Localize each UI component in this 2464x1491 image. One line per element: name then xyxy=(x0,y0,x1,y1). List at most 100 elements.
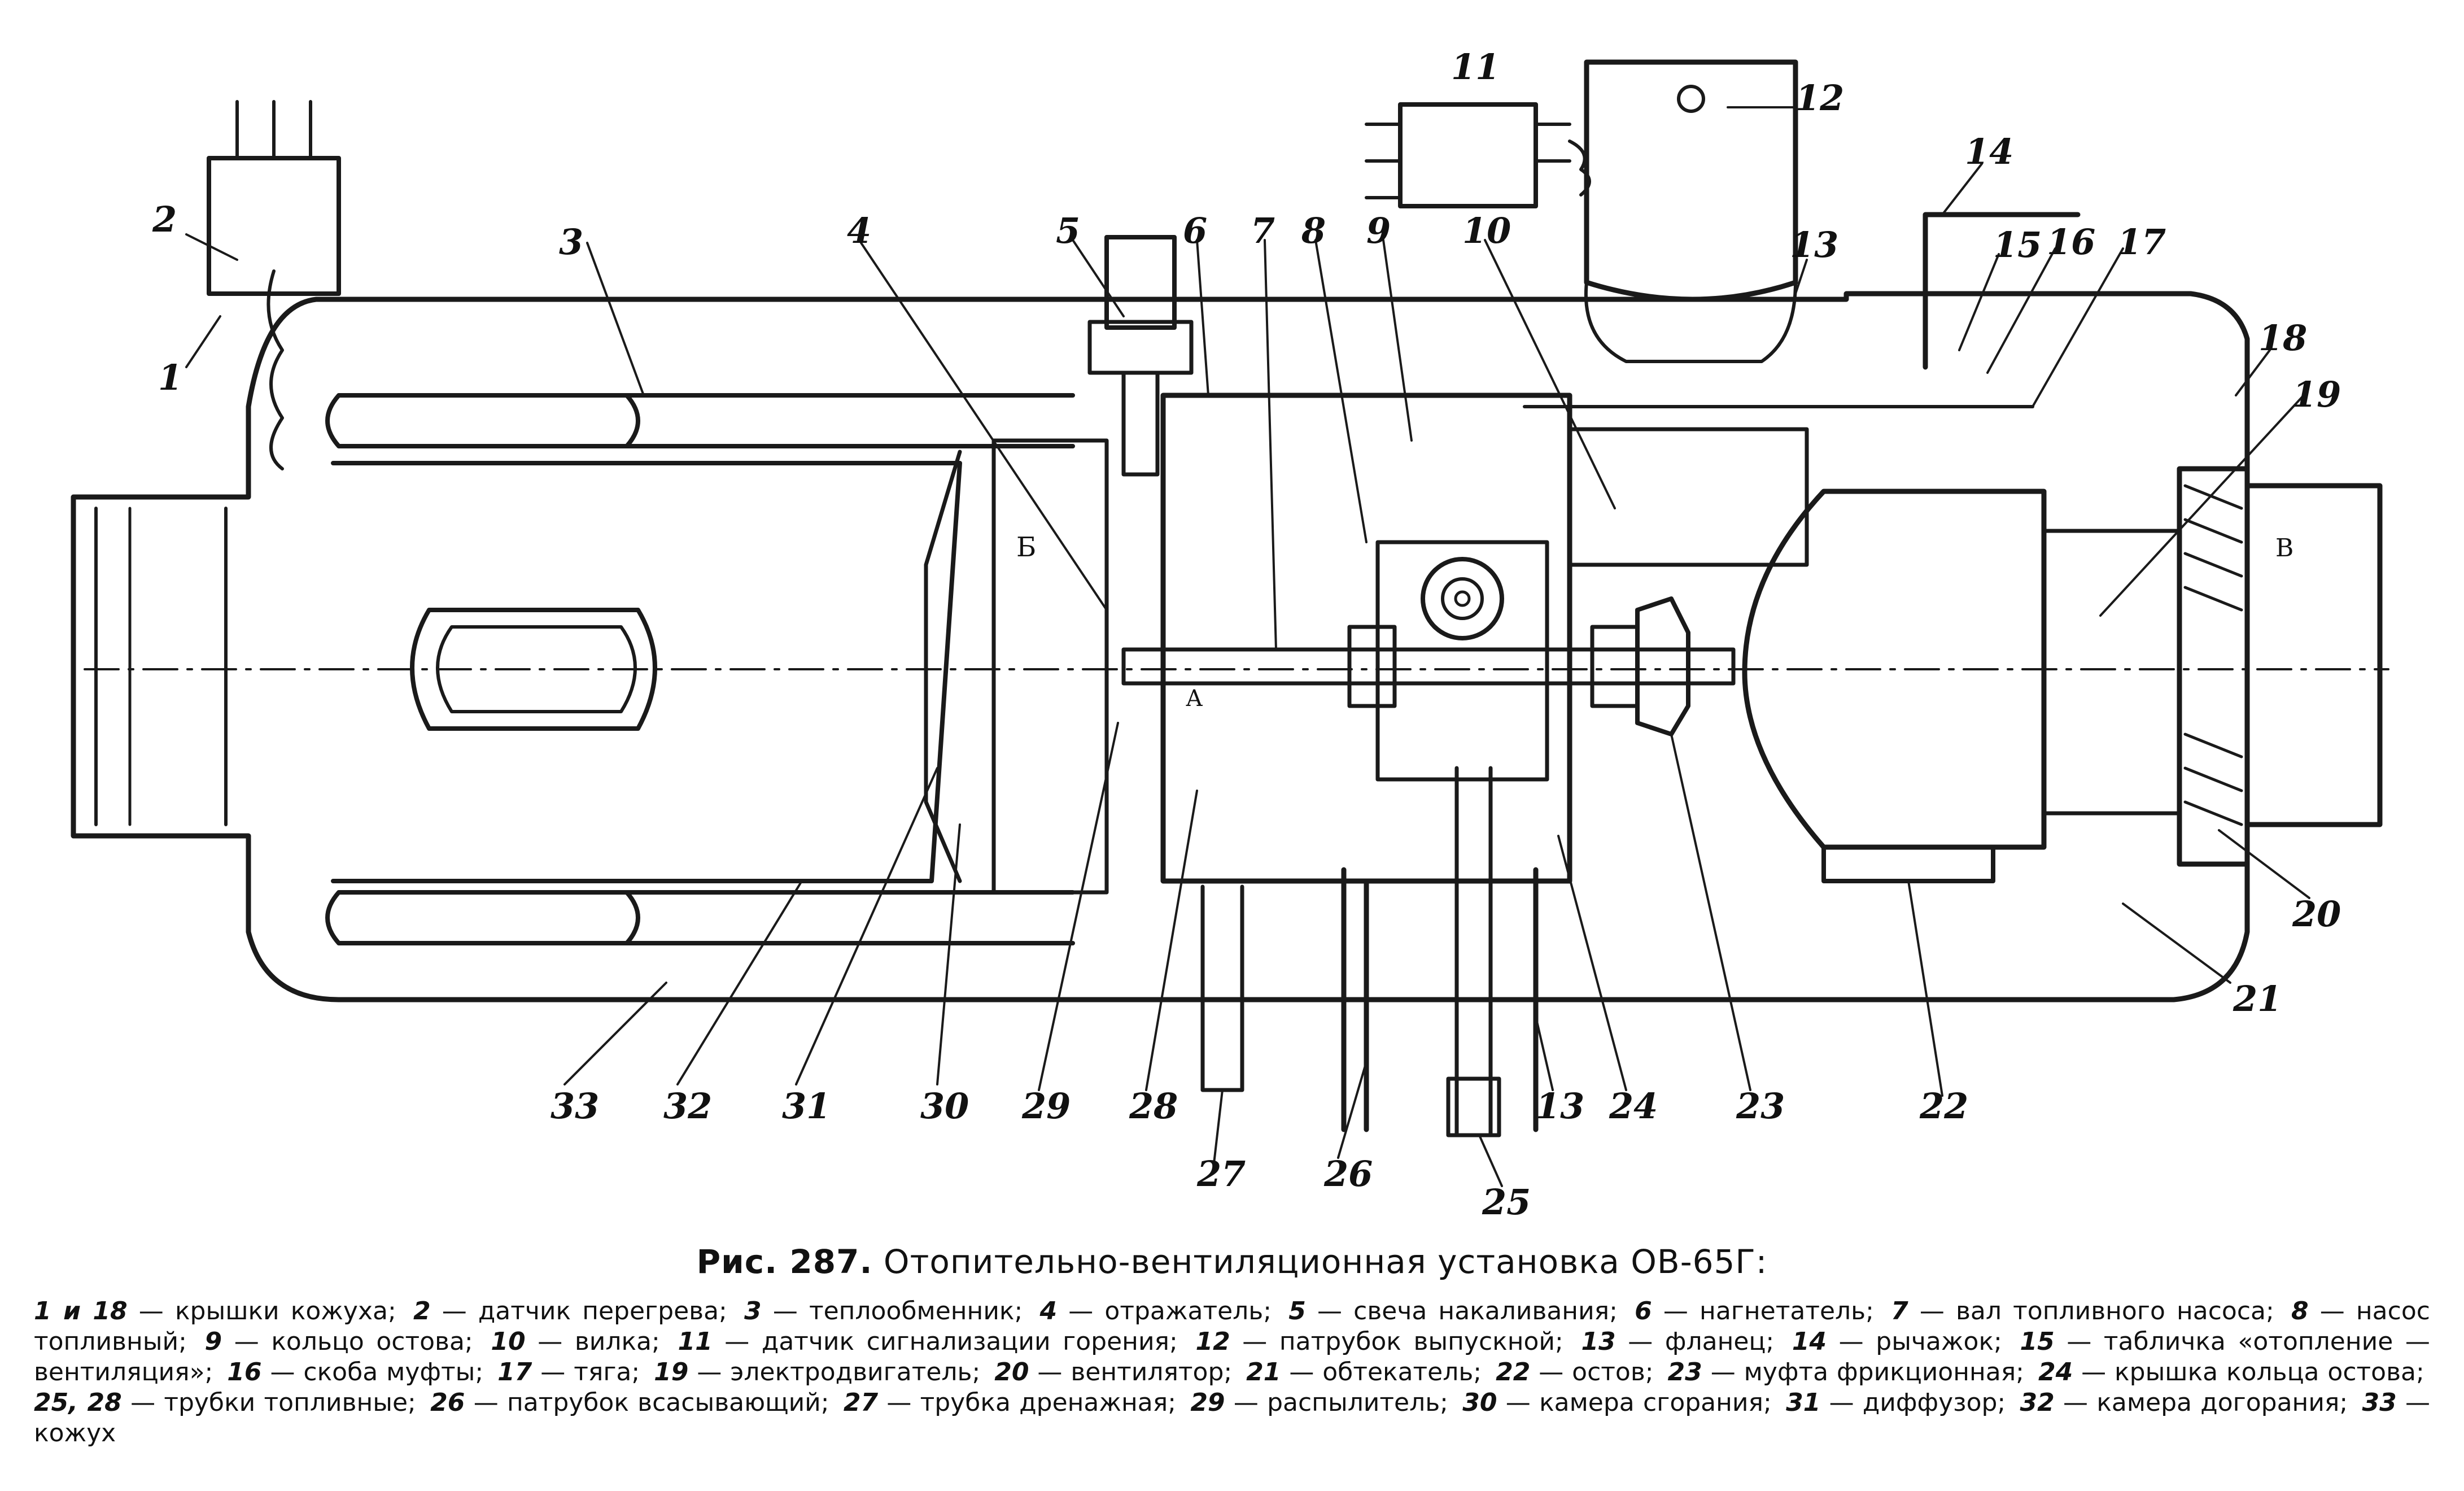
legend-item: 13 — фланец; xyxy=(1581,1327,1774,1356)
legend-item: 10 — вилка; xyxy=(491,1327,659,1356)
legend-key: 3 xyxy=(744,1297,762,1326)
legend-text: — датчик перегрева; xyxy=(442,1297,727,1326)
legend-text: — камера догорания; xyxy=(2063,1388,2348,1417)
legend-item: 6 — нагнетатель; xyxy=(1635,1297,1874,1326)
legend-item: 31 — диффузор; xyxy=(1786,1388,2006,1417)
legend-key: 25, 28 xyxy=(34,1388,122,1417)
callout-11: 11 xyxy=(1451,46,1500,88)
heat-exchanger xyxy=(325,393,1075,945)
callout-23: 23 xyxy=(1736,1085,1785,1127)
legend-item: 3 — теплообменник; xyxy=(744,1297,1023,1326)
legend-text: — фланец; xyxy=(1628,1327,1775,1356)
legend-item: 15 — табличка «отопление — вентиляция»; xyxy=(34,1327,2430,1387)
legend-key: 12 xyxy=(1195,1327,1230,1356)
legend-text: — кожух xyxy=(34,1388,2431,1448)
legend-key: 5 xyxy=(1288,1297,1306,1326)
legend-item: 2 — датчик перегрева; xyxy=(413,1297,727,1326)
callout-9: 9 xyxy=(1366,210,1391,251)
legend-item: 26 — патрубок всасывающий; xyxy=(430,1388,829,1417)
figure-number: Рис. 287. xyxy=(696,1242,873,1281)
legend-key: 10 xyxy=(491,1327,526,1356)
callout-14: 14 xyxy=(1965,131,2013,172)
legend-text: — трубка дренажная; xyxy=(886,1388,1177,1417)
callout-10: 10 xyxy=(1462,210,1511,251)
outer-casing xyxy=(71,291,2383,1002)
section-mark-b: Б xyxy=(1016,531,1036,563)
legend-key: 11 xyxy=(678,1327,713,1356)
legend-text: — свеча накаливания; xyxy=(1317,1297,1618,1326)
legend-key: 15 xyxy=(2020,1327,2055,1356)
legend-item: 7 — вал топливного насоса; xyxy=(1891,1297,2274,1326)
legend-item: 33 — кожух xyxy=(34,1388,2430,1448)
legend-text: — трубки топливные; xyxy=(130,1388,416,1417)
legend-key: 4 xyxy=(1039,1297,1058,1326)
callout-1: 1 xyxy=(158,357,182,398)
callout-19: 19 xyxy=(2292,374,2341,415)
figure-title: Отопительно-вентиляционная установка ОВ-… xyxy=(883,1242,1768,1281)
callout-2: 2 xyxy=(152,199,177,240)
legend-key: 23 xyxy=(1667,1358,1702,1387)
legend-key: 14 xyxy=(1792,1327,1827,1356)
legend-text: — вилка; xyxy=(538,1327,660,1356)
callout-32: 32 xyxy=(663,1085,712,1127)
callout-12: 12 xyxy=(1795,77,1844,119)
legend-text: — нагнетатель; xyxy=(1663,1297,1874,1326)
legend-key: 13 xyxy=(1581,1327,1616,1356)
intake-pipe xyxy=(1341,867,1539,1132)
legend-text: — камера сгорания; xyxy=(1505,1388,1772,1417)
legend-item: 24 — крышка кольца остова; xyxy=(2038,1358,2424,1387)
fuel-pump-body xyxy=(1160,393,1809,884)
drain-tube xyxy=(1200,884,1244,1092)
callout-30: 30 xyxy=(920,1085,969,1127)
legend-key: 8 xyxy=(2291,1297,2309,1326)
callout-20: 20 xyxy=(2292,893,2341,935)
legend-key: 1 и 18 xyxy=(34,1297,128,1326)
callout-26: 26 xyxy=(1323,1153,1373,1194)
legend-text: — крышки кожуха; xyxy=(138,1297,396,1326)
legend-key: 27 xyxy=(843,1388,879,1417)
legend-item: 5 — свеча накаливания; xyxy=(1288,1297,1618,1326)
glow-plug xyxy=(1087,235,1194,477)
legend-item: 20 — вентилятор; xyxy=(994,1358,1232,1387)
exhaust-pipe xyxy=(1584,59,1798,363)
legend-key: 30 xyxy=(1462,1388,1497,1417)
callout-25: 25 xyxy=(1482,1182,1531,1223)
legend-text: — остов; xyxy=(1539,1358,1654,1387)
friction-coupling xyxy=(1635,596,1690,736)
legend-item: 30 — камера сгорания; xyxy=(1462,1388,1772,1417)
control-lever xyxy=(1523,212,2081,408)
legend-text: — обтекатель; xyxy=(1289,1358,1482,1387)
legend-text: — патрубок всасывающий; xyxy=(473,1388,829,1417)
legend-key: 16 xyxy=(227,1358,262,1387)
legend-key: 22 xyxy=(1496,1358,1531,1387)
legend-key: 7 xyxy=(1891,1297,1908,1326)
legend-key: 24 xyxy=(2038,1358,2073,1387)
legend-key: 21 xyxy=(1246,1358,1281,1387)
callout-22: 22 xyxy=(1919,1085,1968,1127)
legend-text: — вал топливного насоса; xyxy=(1919,1297,2274,1326)
legend-key: 2 xyxy=(413,1297,431,1326)
leader-lines xyxy=(185,106,2310,1187)
callout-16: 16 xyxy=(2047,221,2095,263)
legend-item: 11 — датчик сигнализации горения; xyxy=(678,1327,1177,1356)
heater-cross-section-diagram: 1 2 3 4 5 6 7 8 9 10 11 12 13 14 15 16 1… xyxy=(71,46,2389,1223)
callout-24: 24 xyxy=(1609,1085,1658,1127)
legend-item: 14 — рычажок; xyxy=(1792,1327,2002,1356)
fuel-tube xyxy=(1446,766,1501,1137)
legend-text: — теплообменник; xyxy=(772,1297,1023,1326)
legend-key: 20 xyxy=(994,1358,1029,1387)
legend-text: — муфта фрикционная; xyxy=(1710,1358,2025,1387)
callout-5: 5 xyxy=(1056,210,1080,251)
legend-key: 33 xyxy=(2362,1388,2397,1417)
legend-item: 8 — насос топливный; xyxy=(34,1297,2430,1356)
legend-item: 4 — отражатель; xyxy=(1039,1297,1272,1326)
figure-caption: Рис. 287. Отопительно-вентиляционная уст… xyxy=(0,1242,2464,1281)
callout-21: 21 xyxy=(2233,978,2282,1019)
legend-text: — патрубок выпускной; xyxy=(1242,1327,1563,1356)
legend-text: — крышка кольца остова; xyxy=(2081,1358,2424,1387)
callout-13-top: 13 xyxy=(1790,224,1838,265)
legend-item: 32 — камера догорания; xyxy=(2020,1388,2348,1417)
legend-item: 22 — остов; xyxy=(1496,1358,1654,1387)
legend-item: 23 — муфта фрикционная; xyxy=(1668,1358,2024,1387)
callout-27: 27 xyxy=(1196,1153,1246,1194)
